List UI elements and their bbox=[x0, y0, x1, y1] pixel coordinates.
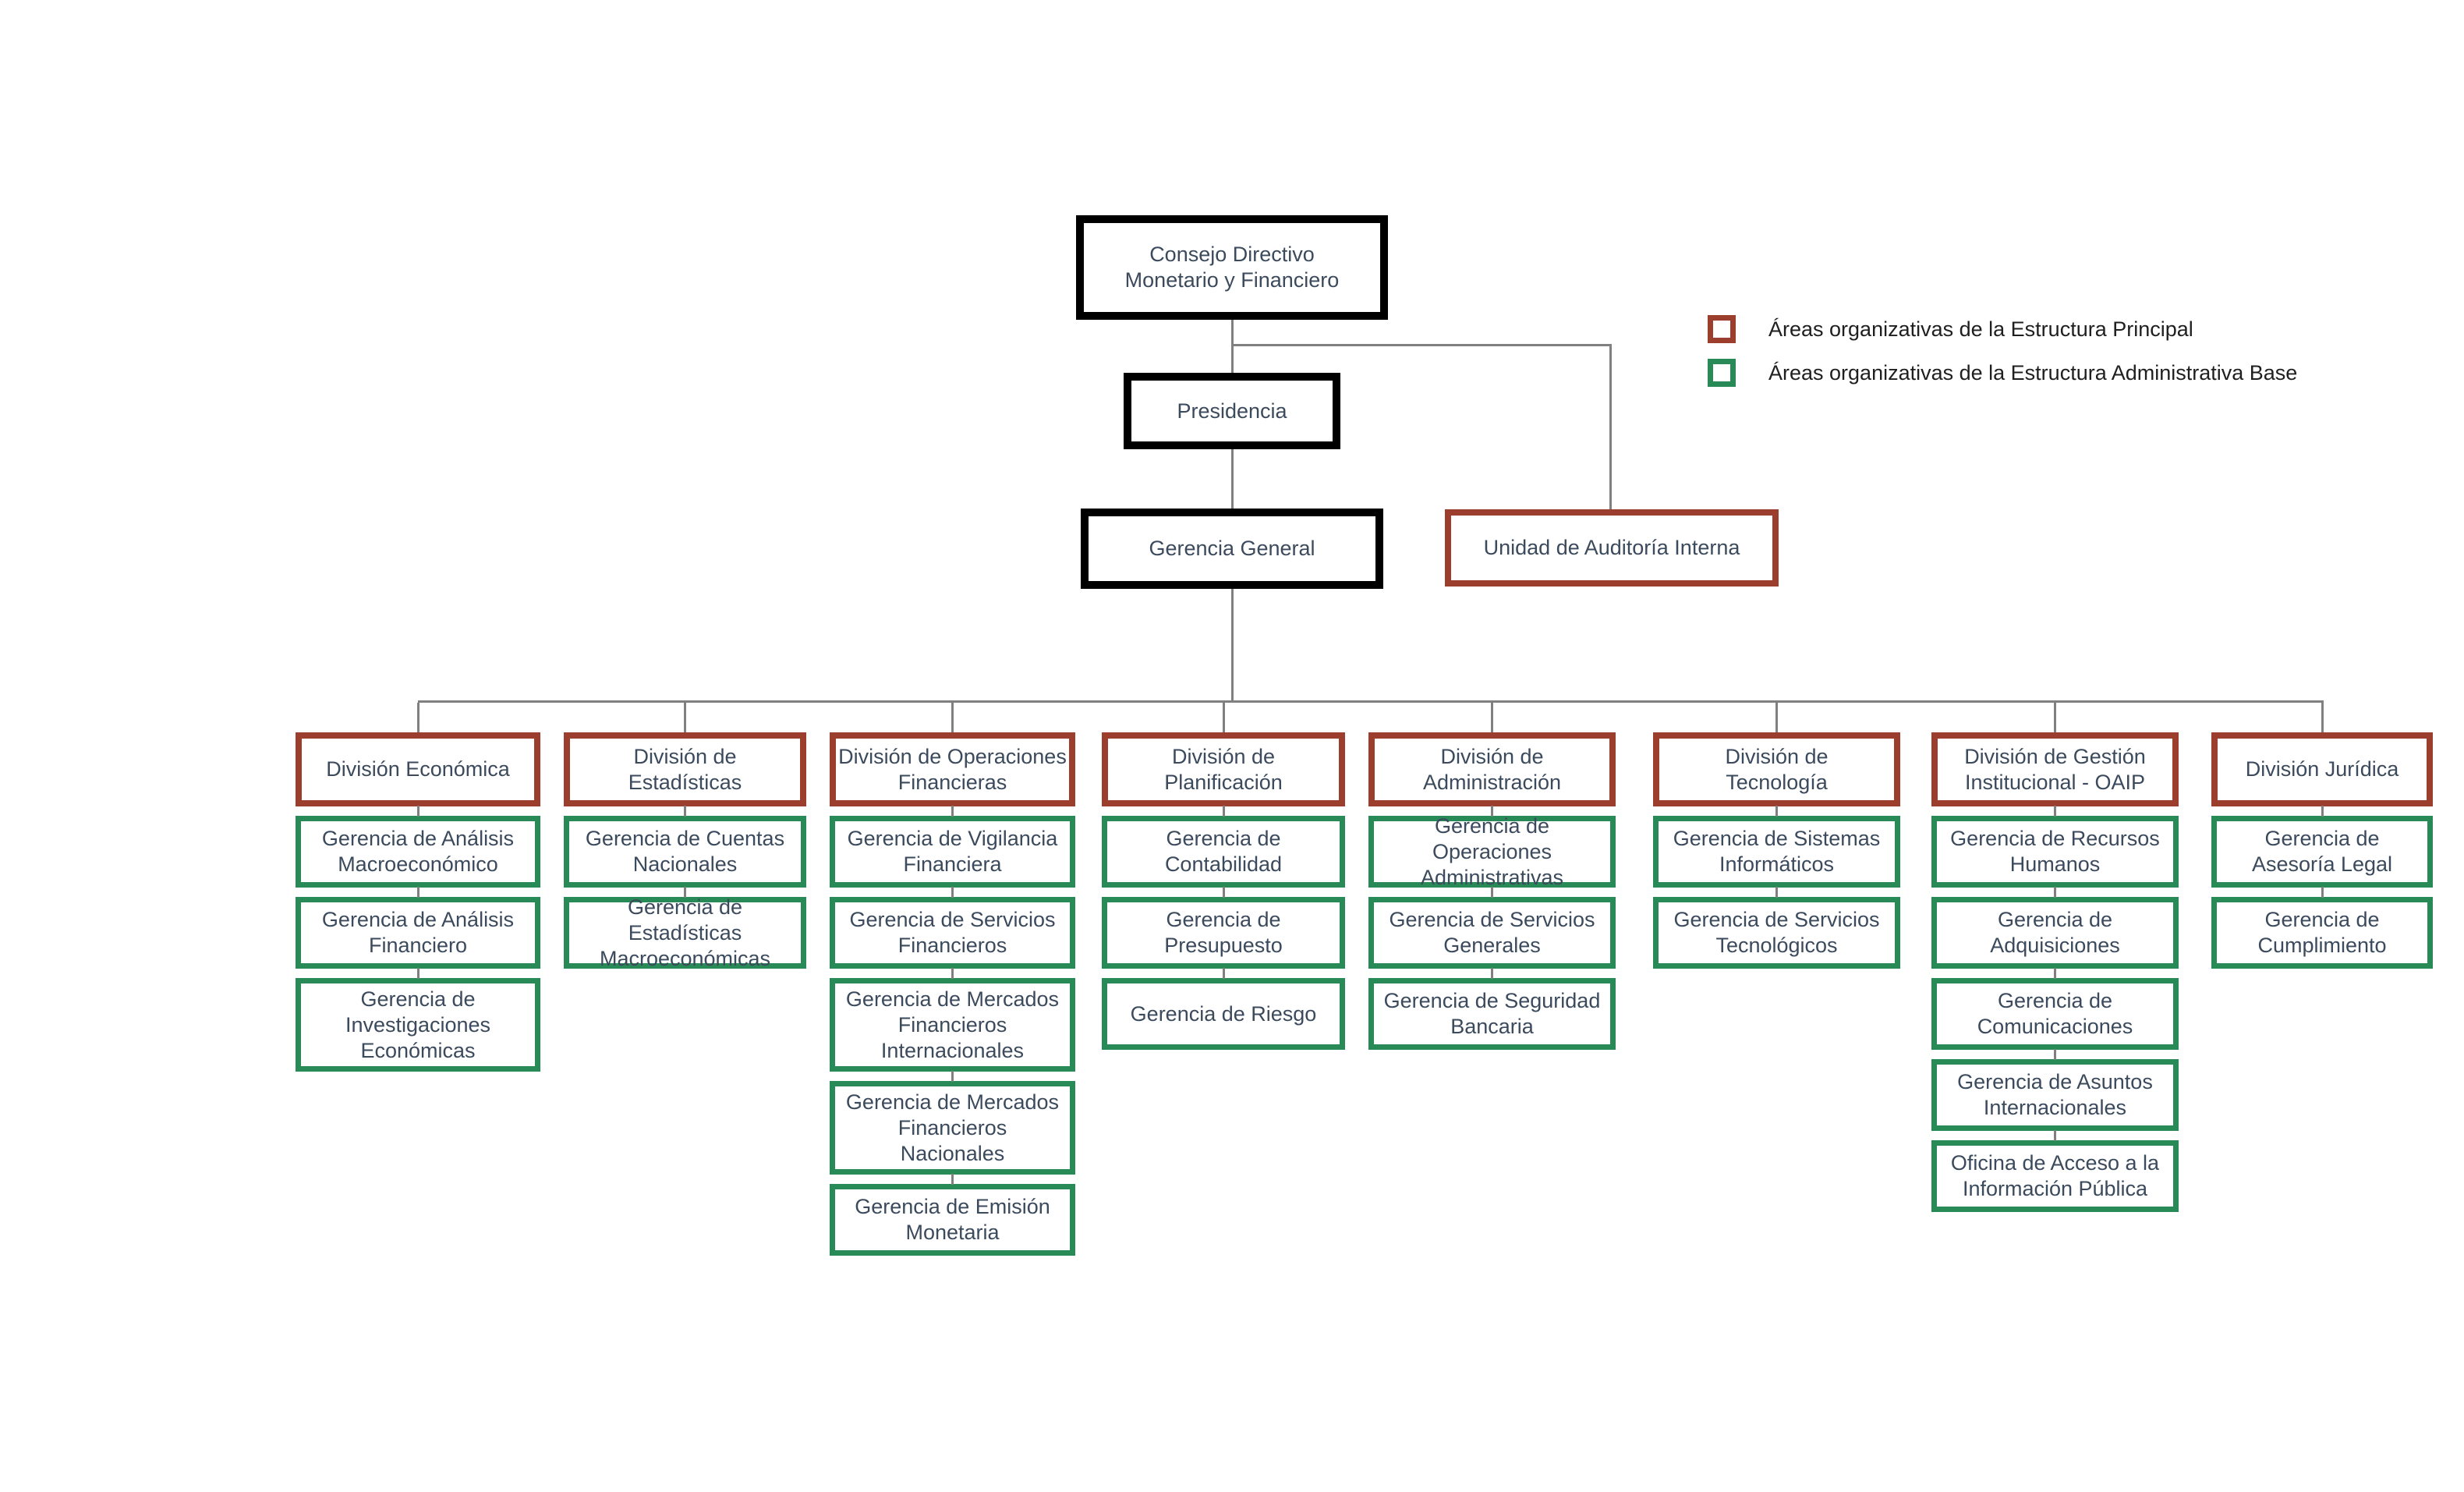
connector-branch-auditoria bbox=[1609, 344, 1612, 509]
column-division-estadisticas: División de Estadísticas Gerencia de Cue… bbox=[564, 732, 806, 970]
gerencia-box: Gerencia de Asuntos Internacionales bbox=[1931, 1049, 2179, 1131]
presidencia-box: Presidencia bbox=[1124, 373, 1340, 449]
connector-stub-division-4 bbox=[1223, 703, 1225, 732]
gerencia-box: Gerencia de Servicios Tecnológicos bbox=[1653, 887, 1900, 969]
division-box: División de Planificación bbox=[1102, 732, 1345, 806]
gerencia-box: Gerencia de Sistemas Informáticos bbox=[1653, 806, 1900, 888]
division-box: División Jurídica bbox=[2211, 732, 2433, 806]
gerencia-box: Gerencia de Adquisiciones bbox=[1931, 887, 2179, 969]
gerencia-box: Gerencia de Cuentas Nacionales bbox=[564, 806, 806, 888]
gerencia-box: Gerencia de Estadísticas Macroeconómicas bbox=[564, 887, 806, 970]
division-box: División de Administración bbox=[1368, 732, 1616, 806]
connector-bus bbox=[418, 700, 2324, 703]
gerencia-box: Gerencia de Presupuesto bbox=[1102, 887, 1345, 969]
legend: Áreas organizativas de la Estructura Pri… bbox=[1708, 315, 2297, 402]
column-division-administracion: División de Administración Gerencia de O… bbox=[1368, 732, 1616, 1050]
gerencia-box: Gerencia de Vigilancia Financiera bbox=[830, 806, 1075, 888]
gerencia-box: Gerencia de Cumplimiento bbox=[2211, 887, 2433, 969]
connector-consejo-presidencia bbox=[1231, 320, 1234, 373]
legend-row-principal: Áreas organizativas de la Estructura Pri… bbox=[1708, 315, 2297, 343]
oficina-box: Oficina de Acceso a la Información Públi… bbox=[1931, 1130, 2179, 1212]
legend-row-base: Áreas organizativas de la Estructura Adm… bbox=[1708, 359, 2297, 387]
connector-stub-division-2 bbox=[684, 703, 686, 732]
gerencia-box: Gerencia de Mercados Financieros Interna… bbox=[830, 968, 1075, 1072]
connector-stub-division-7 bbox=[2054, 703, 2056, 732]
gerencia-box: Gerencia de Seguridad Bancaria bbox=[1368, 968, 1616, 1050]
unidad-auditoria-interna-box: Unidad de Auditoría Interna bbox=[1445, 509, 1779, 587]
column-division-economica: División Económica Gerencia de Análisis … bbox=[296, 732, 540, 1072]
legend-swatch-principal bbox=[1708, 315, 1736, 343]
connector-gerencia-bus bbox=[1231, 589, 1234, 703]
connector-stub-division-1 bbox=[417, 703, 420, 732]
legend-label-principal: Áreas organizativas de la Estructura Pri… bbox=[1768, 317, 2193, 341]
gerencia-box: Gerencia de Asesoría Legal bbox=[2211, 806, 2433, 888]
gerencia-box: Gerencia de Emisión Monetaria bbox=[830, 1174, 1075, 1256]
legend-label-base: Áreas organizativas de la Estructura Adm… bbox=[1768, 361, 2298, 385]
gerencia-box: Gerencia de Servicios Financieros bbox=[830, 887, 1075, 969]
connector-stub-division-5 bbox=[1491, 703, 1493, 732]
column-division-gestion-institucional: División de Gestión Institucional - OAIP… bbox=[1931, 732, 2179, 1212]
connector-branch-horizontal bbox=[1231, 344, 1612, 346]
legend-swatch-base bbox=[1708, 359, 1736, 387]
division-box: División de Tecnología bbox=[1653, 732, 1900, 806]
gerencia-box: Gerencia de Riesgo bbox=[1102, 968, 1345, 1050]
gerencia-box: Gerencia de Análisis Financiero bbox=[296, 887, 540, 969]
connector-stub-division-8 bbox=[2321, 703, 2324, 732]
gerencia-box: Gerencia de Comunicaciones bbox=[1931, 968, 2179, 1050]
division-box: División de Operaciones Financieras bbox=[830, 732, 1075, 806]
consejo-directivo-box: Consejo Directivo Monetario y Financiero bbox=[1076, 215, 1388, 320]
gerencia-box: Gerencia de Investigaciones Económicas bbox=[296, 968, 540, 1072]
connector-presidencia-gerencia bbox=[1231, 449, 1234, 509]
gerencia-box: Gerencia de Recursos Humanos bbox=[1931, 806, 2179, 888]
gerencia-box: Gerencia de Operaciones Administrativas bbox=[1368, 806, 1616, 889]
gerencia-box: Gerencia de Servicios Generales bbox=[1368, 887, 1616, 969]
column-division-planificacion: División de Planificación Gerencia de Co… bbox=[1102, 732, 1345, 1050]
division-box: División de Gestión Institucional - OAIP bbox=[1931, 732, 2179, 806]
division-box: División de Estadísticas bbox=[564, 732, 806, 806]
gerencia-box: Gerencia de Contabilidad bbox=[1102, 806, 1345, 888]
column-division-tecnologia: División de Tecnología Gerencia de Siste… bbox=[1653, 732, 1900, 969]
connector-stub-division-6 bbox=[1775, 703, 1778, 732]
gerencia-box: Gerencia de Mercados Financieros Naciona… bbox=[830, 1071, 1075, 1175]
connector-stub-division-3 bbox=[951, 703, 954, 732]
gerencia-general-box: Gerencia General bbox=[1081, 509, 1383, 589]
column-division-juridica: División Jurídica Gerencia de Asesoría L… bbox=[2211, 732, 2433, 969]
gerencia-box: Gerencia de Análisis Macroeconómico bbox=[296, 806, 540, 888]
column-division-operaciones-financieras: División de Operaciones Financieras Gere… bbox=[830, 732, 1075, 1256]
division-box: División Económica bbox=[296, 732, 540, 806]
